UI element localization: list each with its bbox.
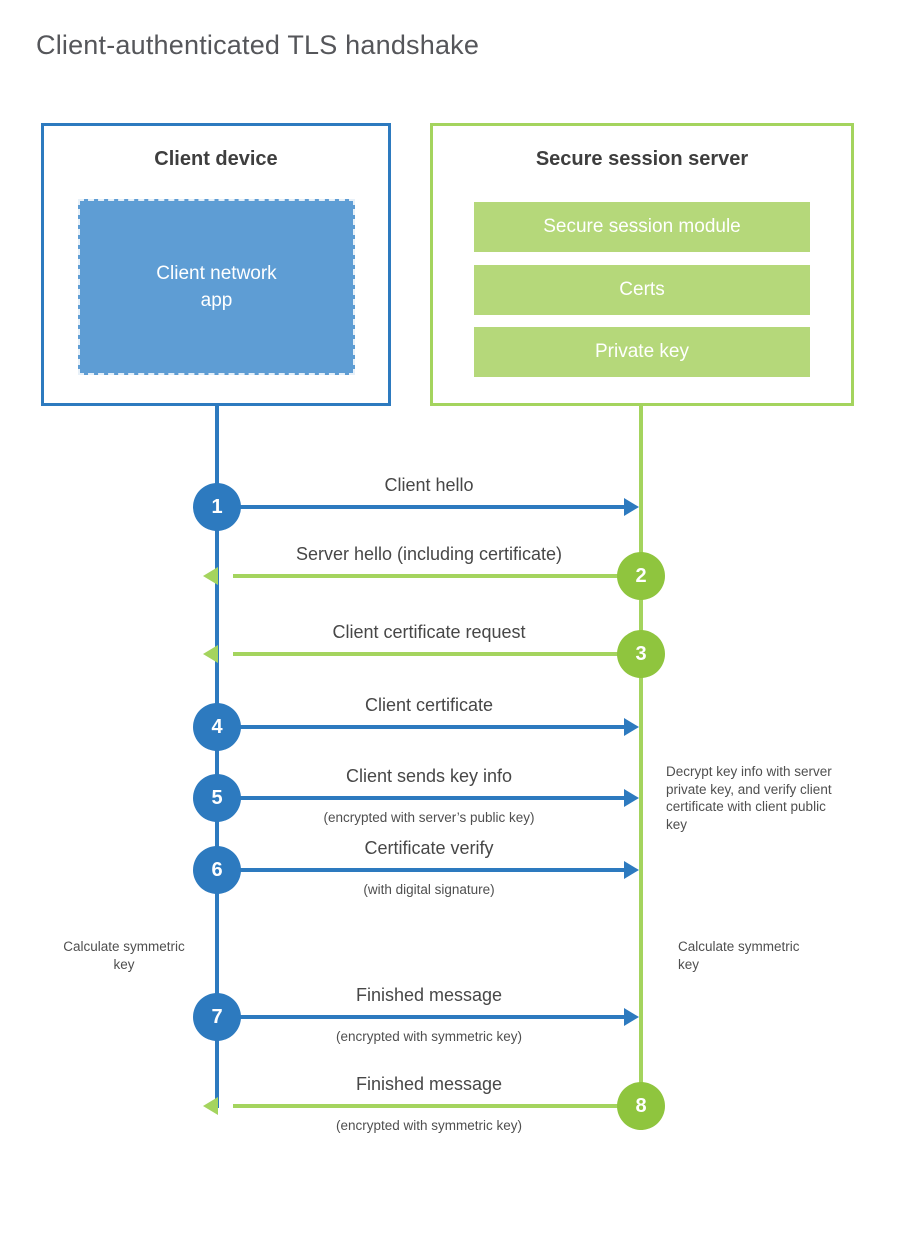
step-6-arrow-head-icon <box>624 861 639 879</box>
calc-client-note: Calculate symmetric key <box>63 939 185 972</box>
step-7-sublabel: (encrypted with symmetric key) <box>335 1029 523 1044</box>
server-module-bar: Secure session module <box>474 202 810 252</box>
client-device-box: Client device Client network app <box>41 123 391 406</box>
step-5-sublabel: (encrypted with server’s public key) <box>323 810 535 825</box>
step-4-arrow-line <box>217 725 626 729</box>
step-3-circle: 3 <box>617 630 665 678</box>
step-7-arrow-head-icon <box>624 1008 639 1026</box>
step-5-arrow-line <box>217 796 626 800</box>
step-2-label: Server hello (including certificate) <box>295 544 563 564</box>
step-6-arrow-line <box>217 868 626 872</box>
step-5-circle: 5 <box>193 774 241 822</box>
step-7-circle: 7 <box>193 993 241 1041</box>
step-1-circle: 1 <box>193 483 241 531</box>
step-3-arrow-line <box>233 652 643 656</box>
step-3-label: Client certificate request <box>332 622 526 642</box>
step-4-arrow-head-icon <box>624 718 639 736</box>
step-8-label: Finished message <box>355 1074 503 1094</box>
step-7-arrow-line <box>217 1015 626 1019</box>
step-8-arrow-line <box>233 1104 643 1108</box>
step-5-label: Client sends key info <box>345 766 513 786</box>
step-3-arrow-head-icon <box>203 645 218 663</box>
server-lifeline <box>639 406 643 1130</box>
step-8-sublabel: (encrypted with symmetric key) <box>335 1118 523 1133</box>
step-8-arrow-head-icon <box>203 1097 218 1115</box>
calc-server-note: Calculate symmetric key <box>678 939 800 972</box>
step-8-circle: 8 <box>617 1082 665 1130</box>
client-network-app-box: Client network app <box>78 199 355 375</box>
step-2-arrow-line <box>233 574 643 578</box>
step-4-label: Client certificate <box>364 695 494 715</box>
step-6-label: Certificate verify <box>364 838 494 858</box>
server-module-bar: Private key <box>474 327 810 377</box>
step-6-circle: 6 <box>193 846 241 894</box>
secure-session-server-box: Secure session server Secure session mod… <box>430 123 854 406</box>
step-1-arrow-head-icon <box>624 498 639 516</box>
page-title: Client-authenticated TLS handshake <box>36 30 480 60</box>
step-5-arrow-head-icon <box>624 789 639 807</box>
step-2-circle: 2 <box>617 552 665 600</box>
client-device-title: Client device <box>154 148 278 170</box>
decrypt-note: Decrypt key info with server private key… <box>666 764 832 832</box>
secure-session-server-title: Secure session server <box>535 148 749 170</box>
step-2-arrow-head-icon <box>203 567 218 585</box>
step-4-circle: 4 <box>193 703 241 751</box>
step-1-label: Client hello <box>384 475 474 495</box>
client-lifeline <box>215 406 219 1108</box>
step-6-sublabel: (with digital signature) <box>363 882 495 897</box>
server-module-bar: Certs <box>474 265 810 315</box>
step-1-arrow-line <box>217 505 626 509</box>
client-network-app-label: Client network app <box>156 263 277 311</box>
step-7-label: Finished message <box>355 985 503 1005</box>
